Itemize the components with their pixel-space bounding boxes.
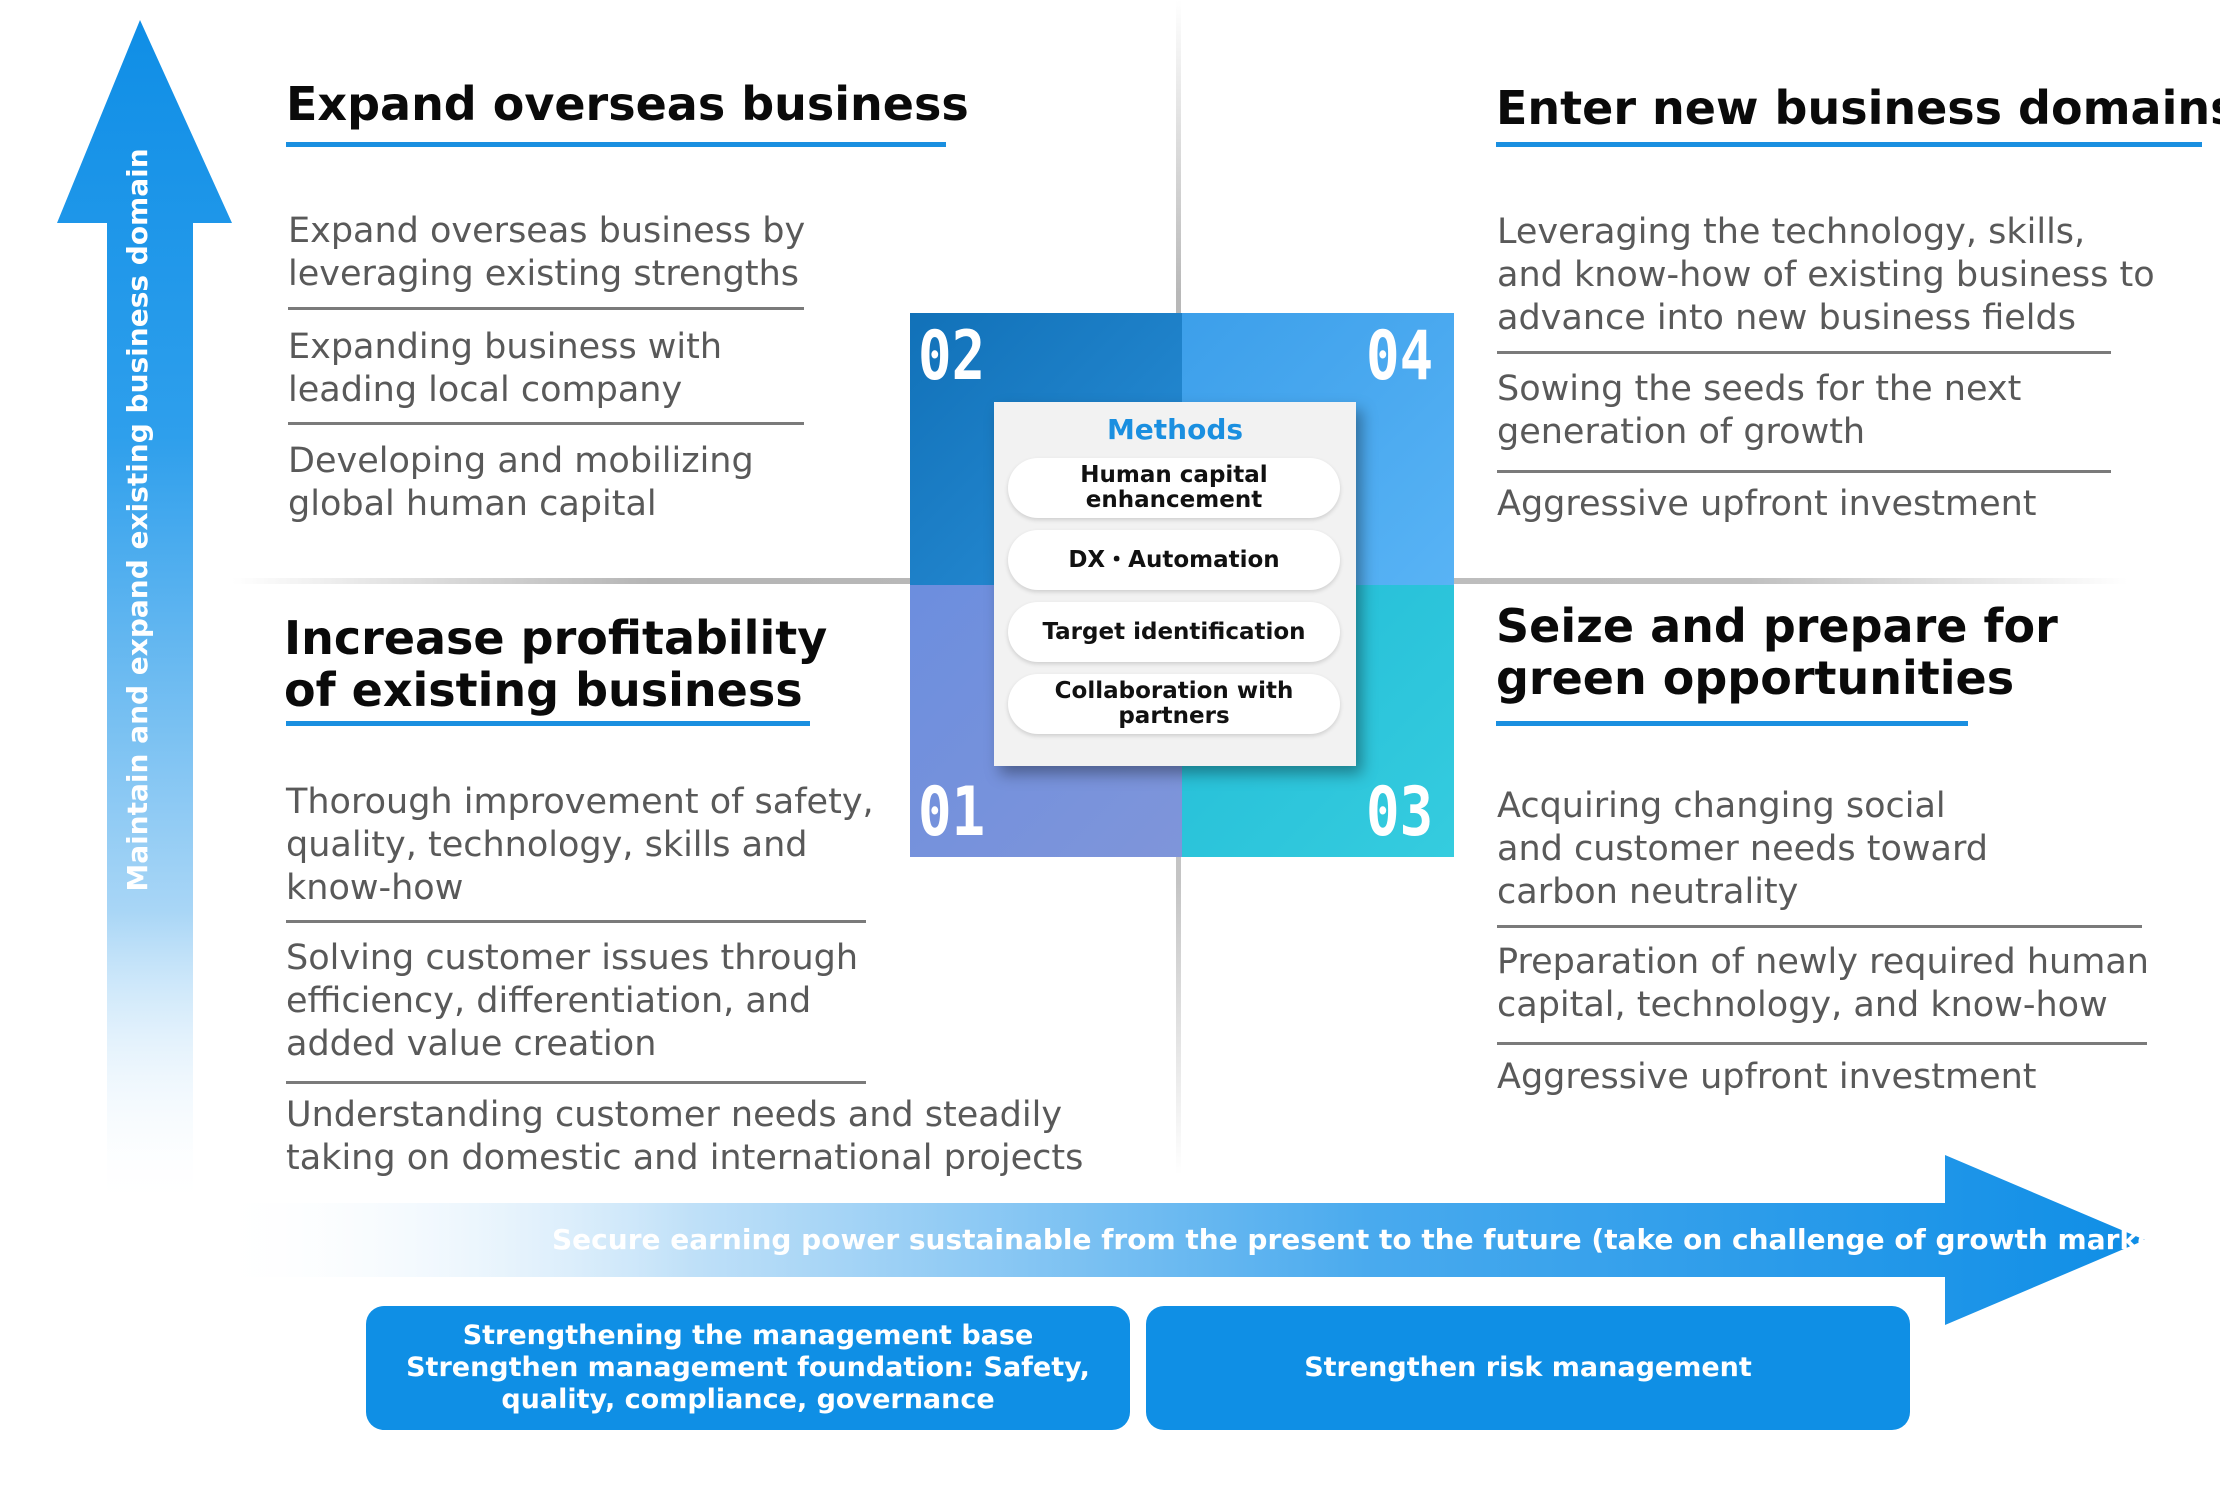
quadrant-03-item-divider — [1497, 1042, 2147, 1045]
horizontal-axis-label: Secure earning power sustainable from th… — [552, 1223, 2200, 1256]
method-item: DX・Automation — [1008, 530, 1340, 590]
quadrant-03-item-3: Aggressive upfront investment — [1497, 1057, 2037, 1097]
quadrant-01-item-2: Solving customer issues through efficien… — [286, 938, 859, 1064]
method-item: Collaboration with partners — [1008, 674, 1340, 734]
quadrant-01-item-divider — [286, 1081, 866, 1084]
quadrant-03-item-divider — [1497, 925, 2142, 928]
method-item: Target identification — [1008, 602, 1340, 662]
quadrant-03-number: 03 — [1366, 773, 1434, 852]
methods-panel: Methods Human capital enhancement DX・Aut… — [994, 402, 1356, 766]
method-item: Human capital enhancement — [1008, 458, 1340, 518]
quadrant-01-title: Increase profitability of existing busin… — [284, 611, 828, 717]
quadrant-04-item-divider — [1497, 470, 2111, 473]
quadrant-02-item-divider — [288, 422, 804, 425]
horizontal-axis-arrow — [210, 1155, 2145, 1325]
quadrant-02-title-underline — [286, 142, 946, 147]
quadrant-04-title-underline — [1496, 142, 2202, 147]
quadrant-04-item-divider — [1497, 351, 2111, 354]
quadrant-04-number: 04 — [1366, 317, 1434, 396]
methods-title: Methods — [1106, 413, 1244, 446]
quadrant-03-title-underline — [1496, 721, 1968, 726]
quadrant-02-item-divider — [288, 307, 804, 310]
foundation-box-risk-management: Strengthen risk management — [1146, 1306, 1910, 1430]
quadrant-04-item-2: Sowing the seeds for the next generation… — [1497, 369, 2022, 452]
quadrant-02-title: Expand overseas business — [286, 77, 969, 131]
quadrant-03-item-1: Acquiring changing social and customer n… — [1497, 786, 1988, 912]
quadrant-04-title: Enter new business domains — [1496, 81, 2220, 135]
quadrant-01-title-underline — [286, 721, 810, 726]
quadrant-02-item-2: Expanding business with leading local co… — [288, 327, 723, 410]
quadrant-01-item-divider — [286, 920, 866, 923]
quadrant-04-item-1: Leveraging the technology, skills, and k… — [1497, 212, 2155, 338]
vertical-axis-arrow — [57, 20, 232, 1210]
quadrant-03-title: Seize and prepare for green opportunitie… — [1496, 599, 2058, 705]
quadrant-02-item-3: Developing and mobilizing global human c… — [288, 441, 754, 524]
quadrant-04-item-3: Aggressive upfront investment — [1497, 484, 2037, 524]
foundation-box-management-base: Strengthening the management base Streng… — [366, 1306, 1130, 1430]
quadrant-01-item-1: Thorough improvement of safety, quality,… — [286, 782, 874, 908]
vertical-axis-label: Maintain and expand existing business do… — [121, 148, 154, 892]
quadrant-01-number: 01 — [918, 773, 986, 852]
quadrant-03-item-2: Preparation of newly required human capi… — [1497, 942, 2149, 1025]
quadrant-02-item-1: Expand overseas business by leveraging e… — [288, 211, 806, 294]
quadrant-01-item-3: Understanding customer needs and steadil… — [286, 1095, 1084, 1178]
quadrant-02-number: 02 — [918, 317, 986, 396]
